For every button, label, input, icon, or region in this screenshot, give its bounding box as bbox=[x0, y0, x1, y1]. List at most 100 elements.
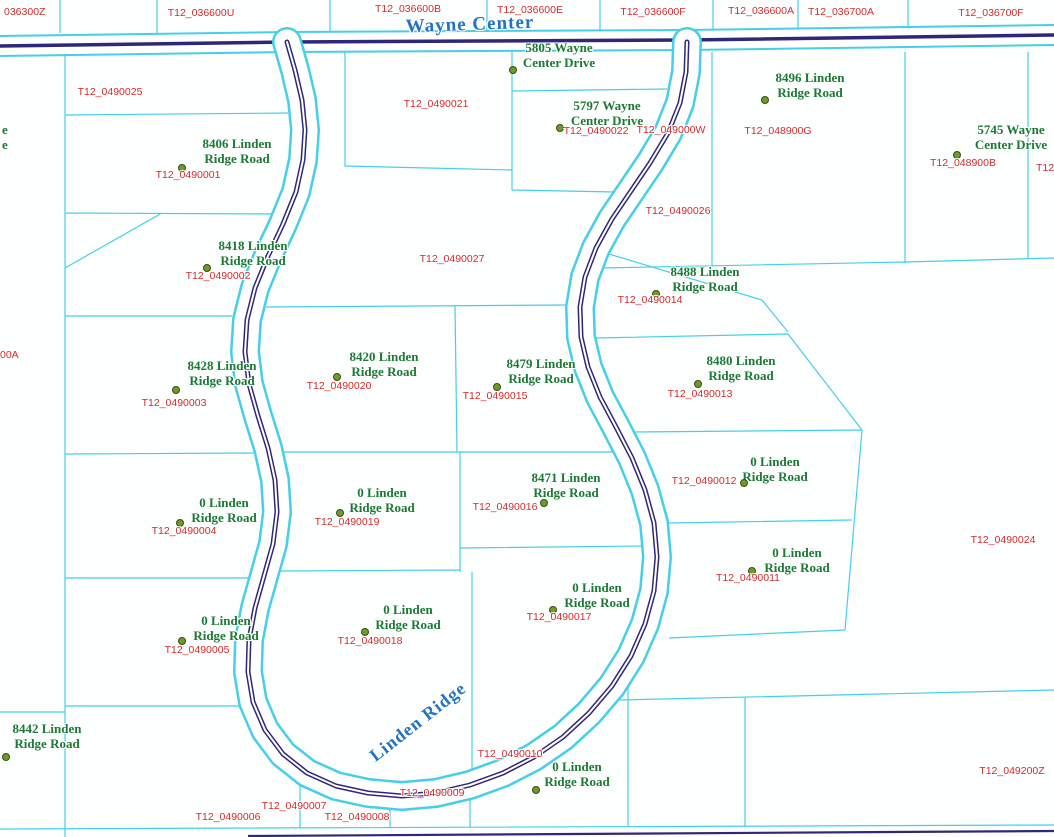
street-name-label: Wayne Center bbox=[405, 11, 535, 38]
address-line: 8442 Linden bbox=[12, 721, 82, 736]
parcel-id-label: T12 bbox=[1036, 162, 1054, 174]
parcel-id-label: T12_036700A bbox=[808, 6, 874, 18]
parcel-id-label: T12_048900B bbox=[930, 157, 996, 169]
street-name-label: Linden Ridge bbox=[365, 677, 470, 766]
address-line: 5797 Wayne bbox=[573, 98, 641, 113]
parcel-id-label: T12_048900G bbox=[744, 125, 812, 137]
parcel-marker bbox=[740, 479, 748, 487]
parcel-id-label: T12_036600B bbox=[375, 3, 441, 15]
road-bottom-edge bbox=[247, 829, 1054, 837]
address-line: Ridge Road bbox=[672, 279, 738, 294]
parcel-marker bbox=[694, 380, 702, 388]
address-line: Ridge Road bbox=[544, 774, 610, 789]
parcel-id-label: T12_036600A bbox=[728, 5, 794, 17]
address-line: 0 Linden bbox=[750, 454, 800, 469]
parcel-id-label: T12_0490022 bbox=[563, 125, 629, 137]
parcel-marker bbox=[178, 637, 186, 645]
parcel-id-label: T12_0490009 bbox=[399, 787, 465, 799]
parcel-marker bbox=[652, 290, 660, 298]
parcel-id-label: T12_0490017 bbox=[526, 611, 592, 623]
parcel-id-label: T12_0490021 bbox=[403, 98, 469, 110]
address-line: 0 Linden bbox=[357, 485, 407, 500]
parcel-id-label: T12_0490007 bbox=[261, 800, 327, 812]
address-line: Ridge Road bbox=[349, 500, 415, 515]
address-line: Ridge Road bbox=[777, 85, 843, 100]
address-line: e bbox=[2, 122, 8, 137]
address-line: 0 Linden bbox=[383, 602, 433, 617]
parcel-id-label: T12_0490015 bbox=[462, 390, 528, 402]
parcel-id-label: T12_0490014 bbox=[617, 294, 683, 306]
address-line: 5745 Wayne bbox=[977, 122, 1045, 137]
address-line: 8471 Linden bbox=[531, 470, 601, 485]
address-line: 0 Linden bbox=[572, 580, 622, 595]
parcel-id-label: T12_0490002 bbox=[185, 270, 251, 282]
parcel-id-label: T12_0490019 bbox=[314, 516, 380, 528]
address-line: Ridge Road bbox=[220, 253, 286, 268]
address-line: Ridge Road bbox=[351, 364, 417, 379]
parcel-id-label: T12_0490024 bbox=[970, 534, 1036, 546]
address-line: Ridge Road bbox=[191, 510, 257, 525]
parcel-id-label: T12_0490010 bbox=[477, 748, 543, 760]
parcel-id-label: 036300Z bbox=[4, 6, 46, 18]
parcel-marker bbox=[336, 509, 344, 517]
address-line: Ridge Road bbox=[508, 371, 574, 386]
parcel-marker bbox=[178, 164, 186, 172]
parcel-id-label: T12_0490027 bbox=[419, 253, 485, 265]
address-line: Ridge Road bbox=[189, 373, 255, 388]
parcel-marker bbox=[333, 373, 341, 381]
parcel-marker bbox=[748, 567, 756, 575]
address-line: Center Drive bbox=[570, 113, 644, 128]
parcel-id-label: T12_036600E bbox=[497, 4, 563, 16]
parcel-id-label: T12_0490004 bbox=[151, 525, 217, 537]
address-line: Center Drive bbox=[974, 137, 1048, 152]
road-linden-ridge-loop bbox=[230, 27, 702, 811]
address-line: 8420 Linden bbox=[349, 349, 419, 364]
parcel-id-label: T12_0490020 bbox=[306, 380, 372, 392]
parcel-marker bbox=[2, 753, 10, 761]
parcel-marker bbox=[203, 264, 211, 272]
parcel-id-label: T12_036600U bbox=[167, 7, 235, 19]
address-line: 8480 Linden bbox=[706, 353, 776, 368]
address-line: Ridge Road bbox=[14, 736, 80, 751]
parcel-marker bbox=[540, 499, 548, 507]
address-line: 0 Linden bbox=[772, 545, 822, 560]
parcel-marker bbox=[556, 124, 564, 132]
parcel-id-label: T12_0490016 bbox=[472, 501, 538, 513]
address-line: 8496 Linden bbox=[775, 70, 845, 85]
parcel-id-label: T12_0490013 bbox=[667, 388, 733, 400]
parcel-id-label: T12_0490011 bbox=[715, 572, 781, 584]
address-line: 0 Linden bbox=[201, 613, 251, 628]
address-line: 5805 Wayne bbox=[525, 40, 593, 55]
parcel-id-label: T12_0490006 bbox=[195, 811, 261, 823]
parcel-marker bbox=[953, 151, 961, 159]
address-line: 8406 Linden bbox=[202, 136, 272, 151]
parcel-marker bbox=[493, 383, 501, 391]
parcel-id-label: T12_0490001 bbox=[155, 169, 221, 181]
address-line: 8488 Linden bbox=[670, 264, 740, 279]
address-line: Ridge Road bbox=[764, 560, 830, 575]
parcel-marker bbox=[761, 96, 769, 104]
address-line: Center Drive bbox=[522, 55, 596, 70]
parcel-marker bbox=[176, 519, 184, 527]
address-line: Ridge Road bbox=[708, 368, 774, 383]
